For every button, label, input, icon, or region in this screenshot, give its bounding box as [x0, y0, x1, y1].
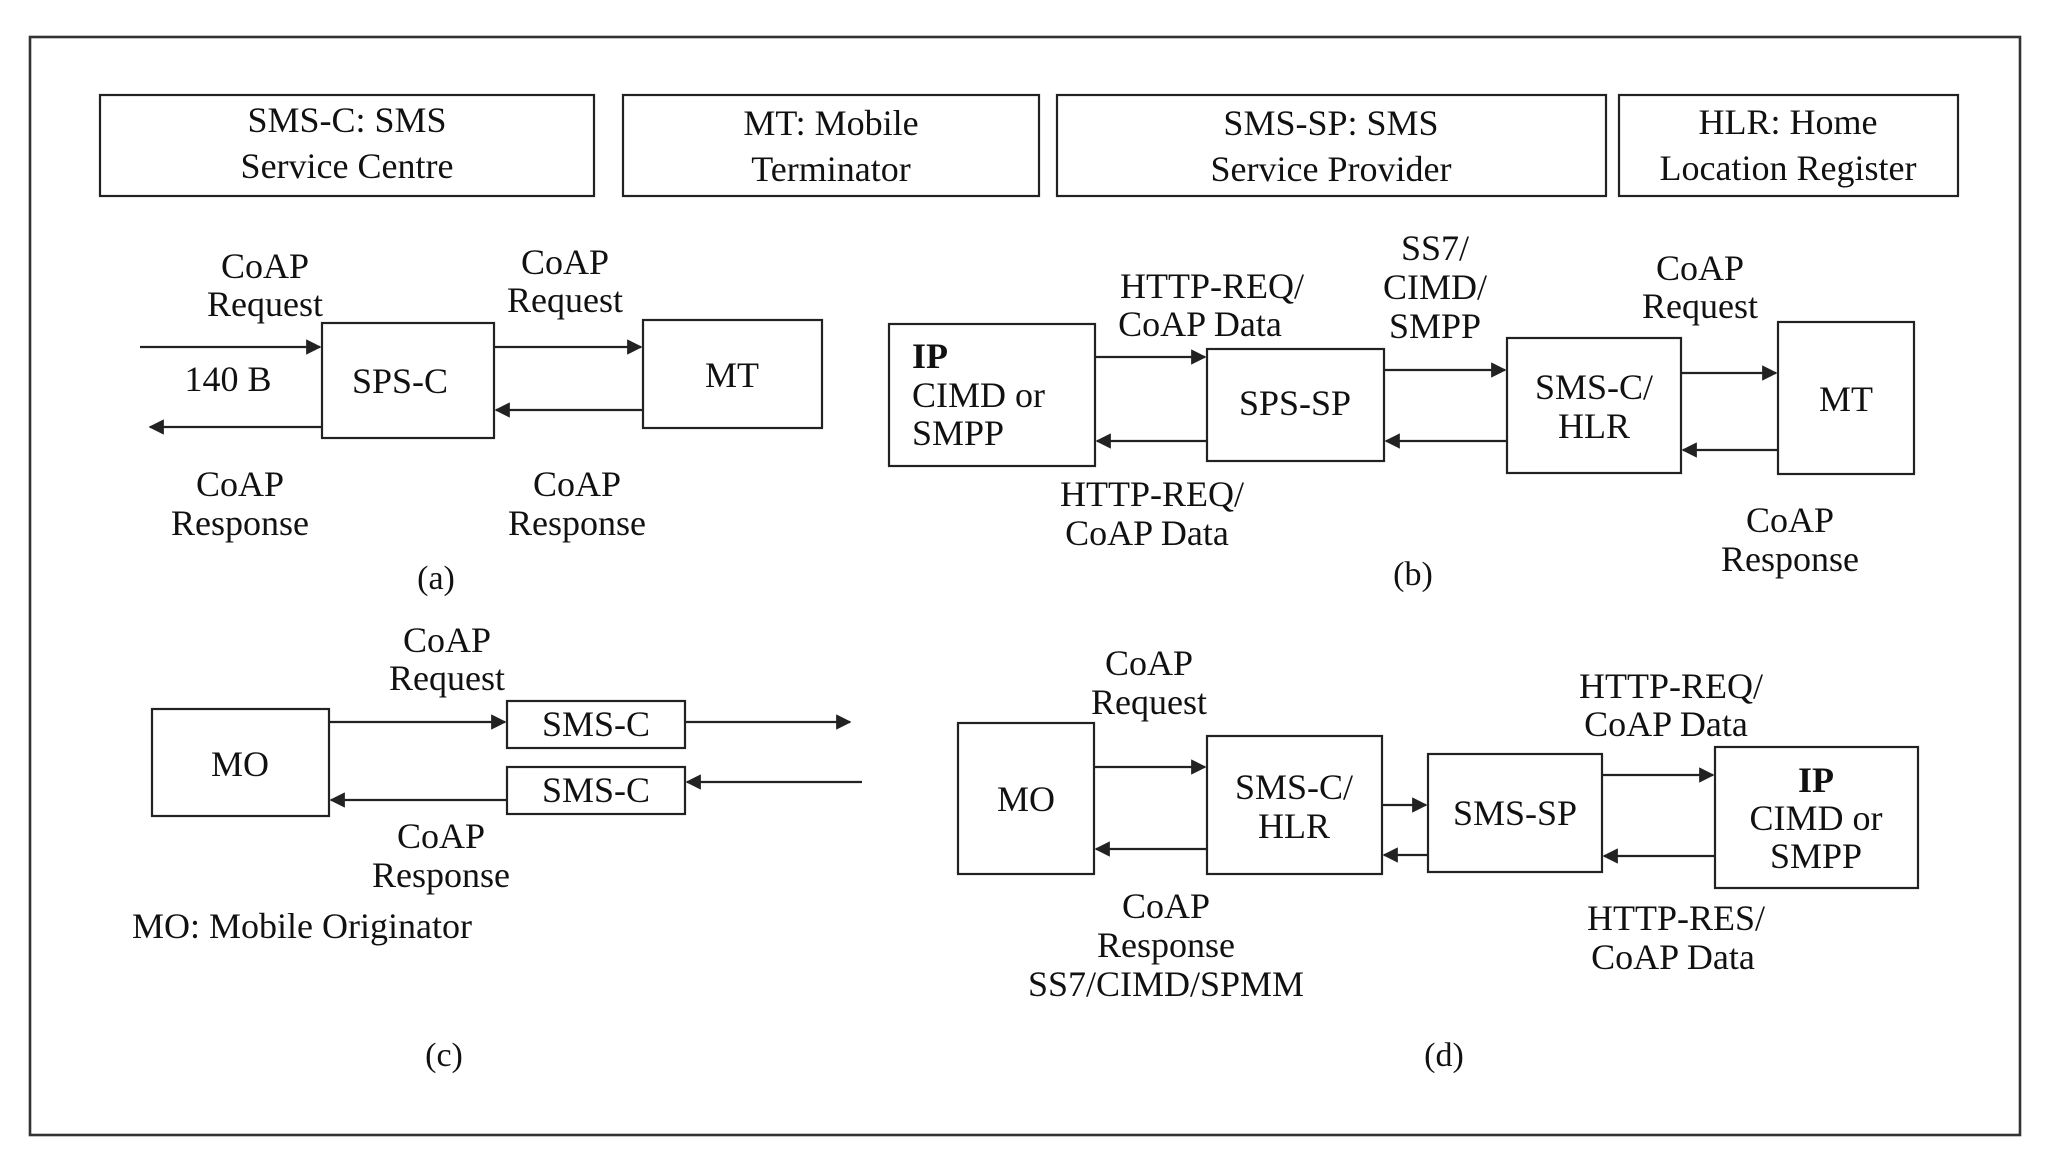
c-sms-c-bottom-label: SMS-C — [542, 770, 650, 810]
a-in-request-2: Request — [207, 284, 323, 324]
b-sms-c-hlr-2: HLR — [1558, 406, 1630, 446]
b-ip-line2: SMPP — [912, 413, 1004, 453]
d-mo-label: MO — [997, 779, 1055, 819]
legend-sms-sp-line2: Service Provider — [1211, 149, 1452, 189]
b-ss7-1: SS7/ — [1401, 228, 1469, 268]
a-mid-response-1: CoAP — [533, 464, 621, 504]
b-mt-label: MT — [1819, 379, 1873, 419]
legend-hlr-line2: Location Register — [1660, 148, 1917, 188]
d-caption: (d) — [1424, 1037, 1464, 1074]
d-coap-request-1: CoAP — [1105, 643, 1193, 683]
c-coap-request-2: Request — [389, 658, 505, 698]
legend-mt: MT: Mobile Terminator — [621, 93, 1041, 198]
sms-c-hlr-box — [1505, 336, 1683, 475]
legend-hlr-line1: HLR: Home — [1699, 102, 1878, 142]
outer-frame — [28, 35, 2022, 1137]
legend-sms-c-line1: SMS-C: SMS — [247, 100, 446, 140]
d-ip-box — [1713, 745, 1920, 890]
panel-b: IP CIMD or SMPP SPS-SP SMS-C/ HLR MT HTT… — [887, 228, 1916, 593]
d-coap-response-1: CoAP — [1122, 886, 1210, 926]
c-sms-c-top-box — [505, 699, 687, 750]
d-http-res-2: CoAP Data — [1591, 937, 1755, 977]
d-coap-response-3: SS7/CIMD/SPMM — [1028, 964, 1304, 1004]
d-http-res-1: HTTP-RES/ — [1587, 898, 1765, 938]
d-ip-line1: CIMD or — [1750, 798, 1883, 838]
d-sms-c-hlr-box — [1205, 734, 1384, 876]
d-http-req-2: CoAP Data — [1584, 704, 1748, 744]
b-http-req-top-1: HTTP-REQ/ — [1120, 266, 1304, 306]
panel-c: MO SMS-C SMS-C CoAP Request CoAP Respons… — [132, 620, 862, 1074]
c-coap-response-1: CoAP — [397, 816, 485, 856]
c-mo-label: MO — [211, 744, 269, 784]
c-sms-c-top-label: SMS-C — [542, 704, 650, 744]
b-coap-response-1: CoAP — [1746, 500, 1834, 540]
panel-a: SPS-C MT CoAP Request 140 B CoAP Request… — [140, 242, 824, 597]
d-sms-c-hlr-2: HLR — [1258, 806, 1330, 846]
d-sms-sp-label: SMS-SP — [1453, 793, 1577, 833]
panel-d: MO SMS-C/ HLR SMS-SP IP CIMD or SMPP CoA… — [956, 643, 1920, 1074]
c-caption: (c) — [425, 1037, 463, 1074]
legend-mt-line1: MT: Mobile — [743, 103, 918, 143]
legend-hlr: HLR: Home Location Register — [1617, 93, 1960, 198]
d-mo-box — [956, 721, 1096, 876]
b-coap-request-2: Request — [1642, 286, 1758, 326]
d-ip-title: IP — [1798, 760, 1834, 800]
c-coap-response-2: Response — [372, 855, 510, 895]
c-mo-box — [150, 707, 331, 818]
b-http-req-top-2: CoAP Data — [1118, 304, 1282, 344]
b-caption: (b) — [1393, 556, 1433, 593]
d-sms-c-hlr-1: SMS-C/ — [1235, 767, 1353, 807]
b-sps-sp-label: SPS-SP — [1239, 383, 1351, 423]
b-ss7-3: SMPP — [1389, 306, 1481, 346]
d-ip-line2: SMPP — [1770, 836, 1862, 876]
a-mid-request-1: CoAP — [521, 242, 609, 282]
ip-box — [887, 322, 1097, 468]
legend-sms-sp-line1: SMS-SP: SMS — [1223, 103, 1438, 143]
mt-box — [641, 318, 824, 430]
b-ss7-2: CIMD/ — [1383, 267, 1487, 307]
a-mid-request-2: Request — [507, 280, 623, 320]
b-coap-response-2: Response — [1721, 539, 1859, 579]
b-sms-c-hlr-1: SMS-C/ — [1535, 367, 1653, 407]
a-in-request-1: CoAP — [221, 246, 309, 286]
legend-sms-sp: SMS-SP: SMS Service Provider — [1055, 93, 1608, 198]
c-sms-c-bottom-box — [505, 765, 687, 816]
d-coap-request-2: Request — [1091, 682, 1207, 722]
b-ip-line1: CIMD or — [912, 375, 1045, 415]
sps-c-box — [320, 321, 496, 440]
sps-c-label: SPS-C — [352, 361, 448, 401]
sps-sp-box — [1205, 347, 1386, 463]
legend-mt-line2: Terminator — [751, 149, 910, 189]
c-coap-request-1: CoAP — [403, 620, 491, 660]
d-sms-sp-box — [1426, 752, 1604, 874]
a-caption: (a) — [417, 560, 455, 597]
a-out-response-1: CoAP — [196, 464, 284, 504]
b-http-req-bottom-1: HTTP-REQ/ — [1060, 474, 1244, 514]
a-mid-response-2: Response — [508, 503, 646, 543]
c-mo-legend: MO: Mobile Originator — [132, 906, 472, 946]
d-coap-response-2: Response — [1097, 925, 1235, 965]
b-http-req-bottom-2: CoAP Data — [1065, 513, 1229, 553]
b-mt-box — [1776, 320, 1916, 476]
legend-sms-c-line2: Service Centre — [241, 146, 454, 186]
legend-sms-c: SMS-C: SMS Service Centre — [98, 93, 596, 198]
d-http-req-1: HTTP-REQ/ — [1579, 666, 1763, 706]
b-coap-request-1: CoAP — [1656, 248, 1744, 288]
a-size-label: 140 B — [184, 359, 271, 399]
b-ip-title: IP — [912, 336, 948, 376]
a-out-response-2: Response — [171, 503, 309, 543]
mt-label: MT — [705, 355, 759, 395]
